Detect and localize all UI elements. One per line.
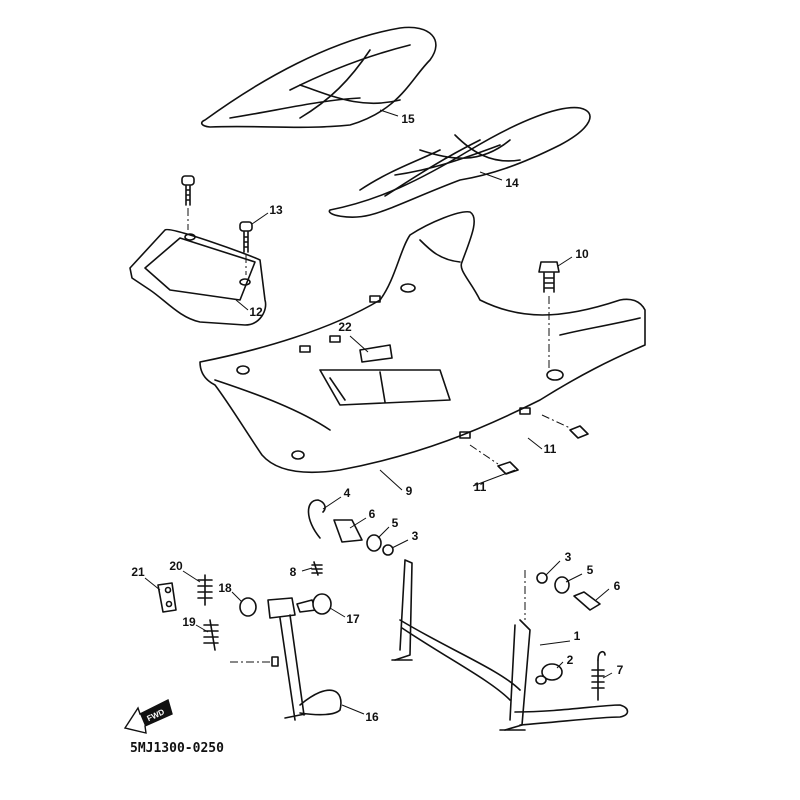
label-1: 1 <box>574 629 581 643</box>
label-6: 6 <box>614 579 621 593</box>
small-parts-upper <box>307 499 601 611</box>
label-2: 2 <box>567 653 574 667</box>
floor-board-9 <box>199 211 646 474</box>
part-labels: 15 14 13 12 10 22 11 11 9 4 6 5 3 3 5 6 … <box>131 112 623 724</box>
label-4: 4 <box>344 486 351 500</box>
footrest-mat-15 <box>200 26 437 129</box>
label-11: 11 <box>474 480 487 494</box>
diagram-code: 5MJ1300-0250 <box>130 741 224 756</box>
label-16: 16 <box>365 710 379 724</box>
label-20: 20 <box>169 559 183 573</box>
label-14: 14 <box>505 176 519 190</box>
label-7: 7 <box>617 663 624 677</box>
label-21: 21 <box>131 565 145 579</box>
label-11: 11 <box>544 442 557 456</box>
label-3: 3 <box>565 550 572 564</box>
center-stand-1 <box>391 559 629 731</box>
label-3: 3 <box>412 529 419 543</box>
label-19: 19 <box>182 615 196 629</box>
label-22: 22 <box>338 320 352 334</box>
label-9: 9 <box>406 484 413 498</box>
footrest-mat-14 <box>328 106 591 218</box>
pad-12 <box>129 228 267 326</box>
label-5: 5 <box>587 563 594 577</box>
fwd-arrow-icon: FWD <box>123 698 173 734</box>
clip-nut-11 <box>469 414 589 475</box>
label-12: 12 <box>249 305 263 319</box>
label-13: 13 <box>269 203 283 217</box>
label-18: 18 <box>218 581 232 595</box>
label-17: 17 <box>346 612 360 626</box>
side-stand-16 <box>157 574 342 721</box>
label-5: 5 <box>392 516 399 530</box>
label-15: 15 <box>401 112 415 126</box>
leader-lines <box>144 109 613 715</box>
label-6: 6 <box>369 507 376 521</box>
label-10: 10 <box>575 247 589 261</box>
screw-13 <box>181 175 253 275</box>
label-8: 8 <box>290 565 297 579</box>
bolt-10 <box>538 261 560 370</box>
